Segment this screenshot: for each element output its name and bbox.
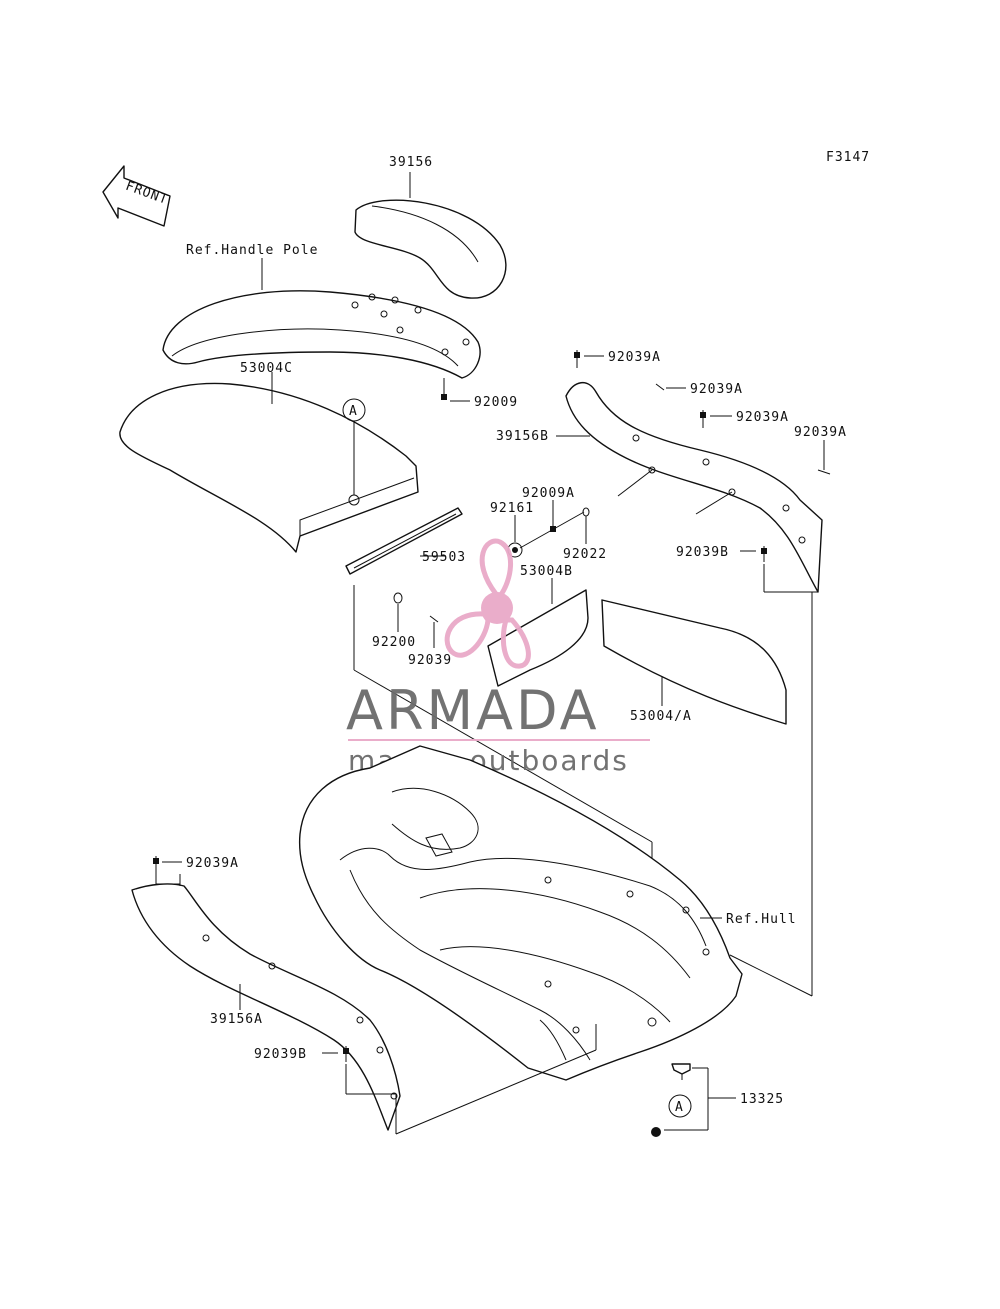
strip-59503 <box>345 507 463 575</box>
watermark-brand: ARMADA <box>346 679 600 742</box>
callout-92039A-left: 92039A <box>186 856 239 871</box>
callout-92161: 92161 <box>490 501 534 516</box>
handle-pole-cover <box>162 290 481 379</box>
marker-a-top: A <box>342 398 366 495</box>
callout-53004C: 53004C <box>240 361 293 376</box>
callout-92039A-4: 92039A <box>794 425 847 440</box>
callout-92039A-2: 92039A <box>690 382 743 397</box>
callout-92039: 92039 <box>408 653 452 668</box>
washer-92200 <box>393 592 403 632</box>
screw-92009 <box>441 378 447 400</box>
washer-92022 <box>519 507 590 549</box>
svg-text:A: A <box>675 1100 684 1115</box>
callout-53004A: 53004/A <box>630 709 692 724</box>
callout-92009: 92009 <box>474 395 518 410</box>
callout-53004B: 53004B <box>520 564 573 579</box>
clip-92039A-3 <box>700 410 706 428</box>
callout-92039A-1: 92039A <box>608 350 661 365</box>
callout-39156B: 39156B <box>496 429 549 444</box>
svg-text:A: A <box>349 404 358 419</box>
trim-39156A <box>131 870 401 1131</box>
callout-39156: 39156 <box>389 155 433 170</box>
callout-ref-hull: Ref.Hull <box>726 912 797 927</box>
clip-92039A-4 <box>817 440 831 475</box>
callout-92022: 92022 <box>563 547 607 562</box>
watermark-logo: ARMADA marine outboards <box>346 538 650 777</box>
callout-59503: 59503 <box>422 550 466 565</box>
mat-53004C <box>119 382 419 553</box>
callout-92039B-right: 92039B <box>676 545 729 560</box>
clip-92039B-right <box>761 546 818 593</box>
callout-92200: 92200 <box>372 635 416 650</box>
front-arrow-icon: FRONT <box>102 165 171 227</box>
figure-code: F3147 <box>826 150 870 165</box>
clip-92039A-left <box>153 856 159 872</box>
drain-plug-13325 <box>651 1063 691 1137</box>
callout-39156A: 39156A <box>210 1012 263 1027</box>
clip-92039B-left <box>343 1046 396 1095</box>
hull <box>298 745 743 1081</box>
callout-13325: 13325 <box>740 1092 784 1107</box>
clip-92039 <box>429 615 439 648</box>
callout-92039A-3: 92039A <box>736 410 789 425</box>
clip-92039A-1 <box>574 350 580 368</box>
panel-53004A <box>601 599 787 725</box>
callout-92009A: 92009A <box>522 486 575 501</box>
callout-92039B-left: 92039B <box>254 1047 307 1062</box>
pad-39156 <box>354 199 507 299</box>
propeller-icon <box>444 538 531 669</box>
clip-92039A-2 <box>655 383 665 391</box>
callout-ref-handle-pole: Ref.Handle Pole <box>186 243 318 258</box>
marker-a-bottom: A <box>668 1094 692 1118</box>
